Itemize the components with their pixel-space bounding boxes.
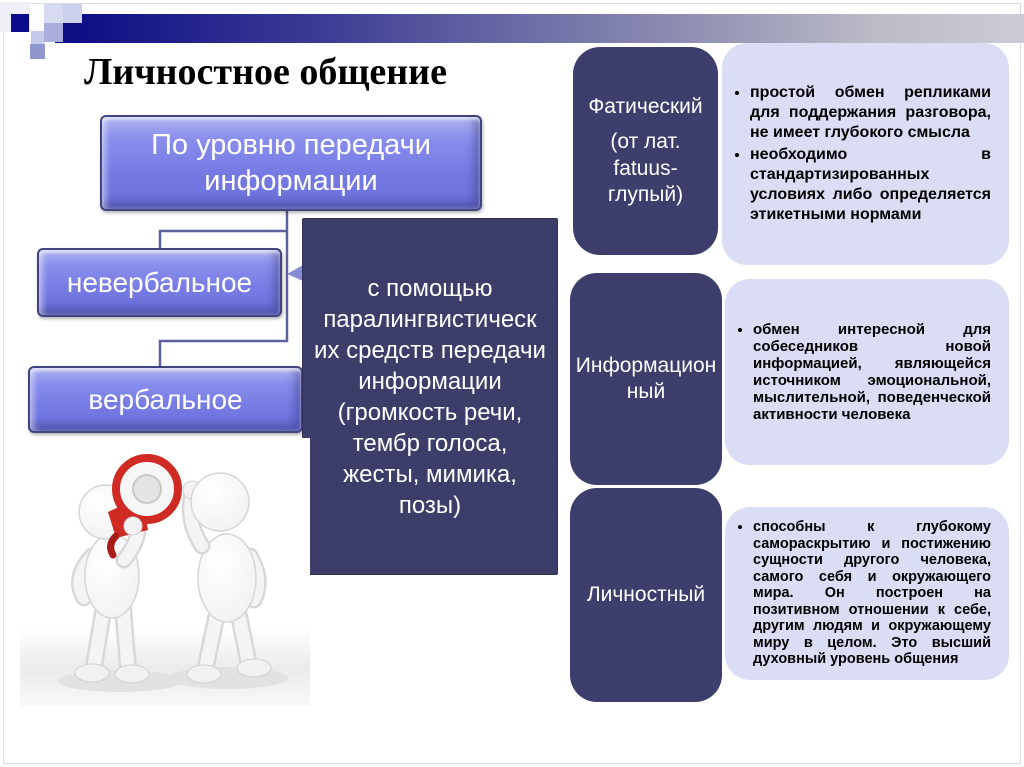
decor-square: [44, 23, 63, 42]
slide-title: Личностное общение: [84, 51, 447, 93]
nonverbal-note-text: с помощью паралингвистическ​их средств п…: [314, 274, 546, 519]
branch-label: невербальное: [66, 266, 253, 298]
level-name-box-informational: Информацион​ный: [570, 273, 722, 485]
bullet-item: необходимо в стандартизированных условия…: [750, 145, 991, 225]
decor-square: [30, 44, 45, 59]
level-name-box-personal: Личностный: [570, 488, 722, 702]
title-accent-bar: [55, 14, 1024, 43]
bullet-item: способны к глубокому самораскрытию и пос…: [753, 519, 991, 668]
decor-square: [63, 4, 82, 23]
flowchart-branch-nonverbal: невербальное: [37, 248, 282, 317]
level-name: Личностный: [586, 582, 706, 606]
flowchart-root-box: По уровню передачи информации: [100, 115, 482, 211]
decor-square: [44, 4, 63, 23]
flowchart-branch-verbal: вербальное: [28, 366, 303, 433]
branch-label: вербальное: [88, 383, 243, 415]
level-name: Информацион​ный: [575, 353, 717, 403]
decor-square: [11, 14, 29, 32]
level-desc-box-personal: способны к глубокому самораскрытию и пос…: [725, 507, 1009, 680]
level-desc-box-phatic: простой обмен репликами для поддержания …: [722, 43, 1009, 265]
level-name: Фатический: [588, 95, 703, 118]
figure-listening: [181, 472, 272, 684]
level-name-box-phatic: Фатический (от лат. fatuus-глупый): [573, 47, 718, 255]
figure-shouting: [71, 454, 182, 684]
megaphone-icon: [107, 454, 182, 559]
bullet-item: обмен интересной для собеседников новой …: [753, 321, 991, 423]
nonverbal-note-box: с помощью паралингвистическ​их средств п…: [302, 218, 558, 575]
bullet-item: простой обмен репликами для поддержания …: [750, 83, 991, 143]
level-origin: (от лат. fatuus-глупый): [607, 130, 684, 206]
level-desc-box-informational: обмен интересной для собеседников новой …: [725, 279, 1009, 465]
figures-illustration: [20, 438, 310, 706]
flowchart-root-label: По уровню передачи информации: [151, 128, 431, 197]
decor-square: [31, 31, 44, 44]
